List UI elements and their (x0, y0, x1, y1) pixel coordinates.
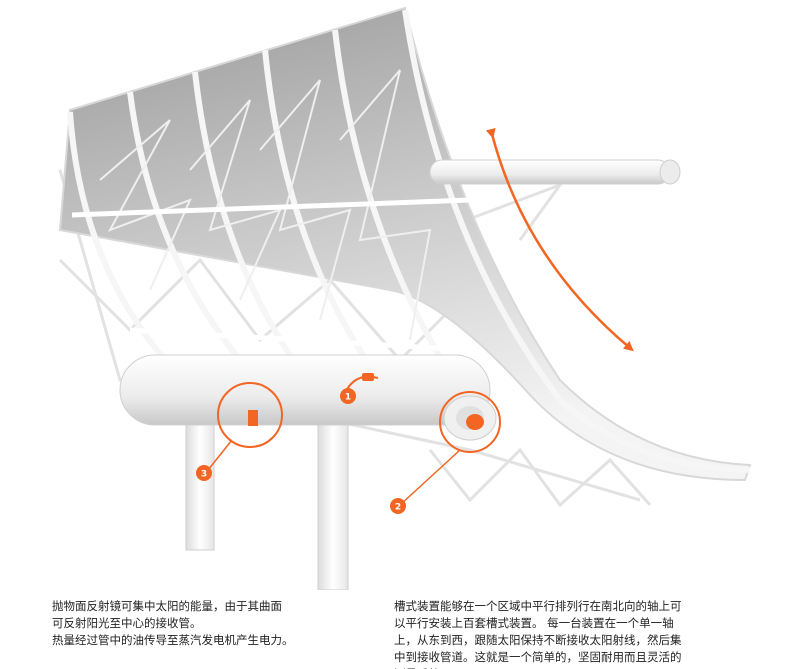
parabolic-mirror (58, 6, 752, 482)
crossbars (71, 197, 471, 353)
leader-lines (207, 439, 461, 506)
highlight-circle-bearing (439, 391, 501, 453)
drive-unit (248, 410, 258, 426)
callout-1: 1 (340, 388, 356, 404)
callout-3: 3 (196, 465, 212, 481)
pole-center (317, 419, 349, 590)
svg-text:3: 3 (201, 470, 207, 480)
highlight-circles (217, 375, 501, 453)
bearing-orange (466, 414, 484, 430)
support-poles (185, 399, 349, 590)
svg-text:1: 1 (345, 393, 351, 403)
torque-tube (119, 354, 497, 441)
curved-double-arrow-icon (485, 127, 634, 352)
caption-right: 槽式装置能够在一个区域中平行排列行在南北向的轴上可 以平行安装上百套槽式装置。 … (394, 599, 682, 669)
highlight-circle-drive (217, 382, 283, 448)
caption-left: 抛物面反射镜可集中太阳的能量，由于其曲面 可反射阳光至中心的接收管。 热量经过管… (52, 599, 294, 647)
rib-lattice (99, 69, 432, 341)
receiver-pipe (429, 159, 681, 185)
parabolic-trough-illustration: 1 2 3 (58, 6, 752, 590)
callout-2: 2 (390, 498, 406, 514)
svg-text:2: 2 (395, 503, 401, 513)
